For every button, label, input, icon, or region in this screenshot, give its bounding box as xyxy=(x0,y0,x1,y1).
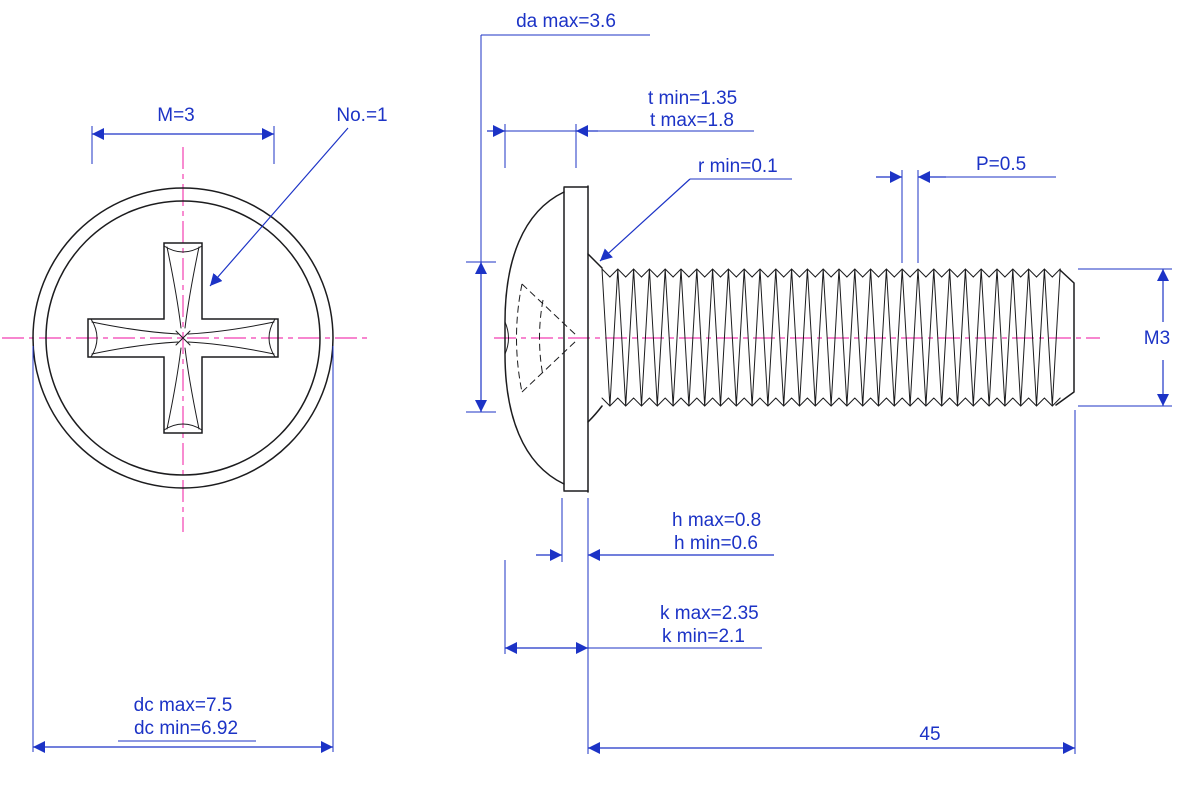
thread-bottom-crests xyxy=(601,397,1061,407)
dim-no: No.=1 xyxy=(209,105,388,287)
h-min-label: h min=0.6 xyxy=(674,533,758,554)
underhead-fillet xyxy=(587,253,603,423)
t-min-label: t min=1.35 xyxy=(648,88,737,109)
r-label: r min=0.1 xyxy=(698,156,778,177)
dim-r: r min=0.1 xyxy=(599,156,792,262)
da-label: da max=3.6 xyxy=(516,11,616,32)
dim-m: M=3 xyxy=(91,105,275,164)
head-dome-arc xyxy=(504,191,565,485)
r-leader-line xyxy=(599,178,691,262)
h-max-label: h max=0.8 xyxy=(672,510,761,531)
k-min-label: k min=2.1 xyxy=(662,626,745,647)
front-view xyxy=(2,147,368,532)
length-label: 45 xyxy=(919,724,940,745)
dc-min-label: dc min=6.92 xyxy=(134,718,238,739)
no-label: No.=1 xyxy=(336,105,387,126)
k-max-label: k max=2.35 xyxy=(660,603,759,624)
side-view xyxy=(494,185,1100,493)
dc-extension-lines xyxy=(32,346,334,752)
thread-top-crests xyxy=(601,268,1061,278)
phillips-recess-outline xyxy=(87,242,279,434)
recess-wing-curves xyxy=(91,246,275,430)
dim-da: da max=3.6 xyxy=(466,11,650,413)
dim-dc: dc max=7.5 dc min=6.92 xyxy=(32,346,334,753)
head-inner-circle xyxy=(45,200,321,476)
dim-t: t min=1.35 t max=1.8 xyxy=(487,88,754,168)
m-label: M=3 xyxy=(157,105,195,126)
no-leader-line xyxy=(209,127,349,287)
dim-m3: M3 xyxy=(1078,268,1172,407)
t-max-label: t max=1.8 xyxy=(650,110,734,131)
m3-label: M3 xyxy=(1144,328,1170,349)
recess-center-cross xyxy=(175,330,191,346)
p-extension-lines xyxy=(901,170,919,263)
dc-max-label: dc max=7.5 xyxy=(134,695,233,716)
dim-h: h max=0.8 h min=0.6 xyxy=(536,498,774,754)
h-extension-lines xyxy=(561,498,589,754)
dim-k: k max=2.35 k min=2.1 xyxy=(504,560,762,654)
head-outer-circle xyxy=(32,187,334,489)
dim-length: 45 xyxy=(588,410,1076,754)
p-label: P=0.5 xyxy=(976,154,1026,175)
hidden-recess-lines xyxy=(516,283,578,393)
thread-end-chamfer xyxy=(1055,269,1075,406)
flange-rim-edges xyxy=(563,186,589,492)
dim-p: P=0.5 xyxy=(876,154,1056,263)
recess-opening-arc xyxy=(504,321,509,355)
m3-extension-lines xyxy=(1078,268,1172,407)
da-leader-line xyxy=(480,34,650,262)
recess-tip-curves xyxy=(90,245,276,431)
